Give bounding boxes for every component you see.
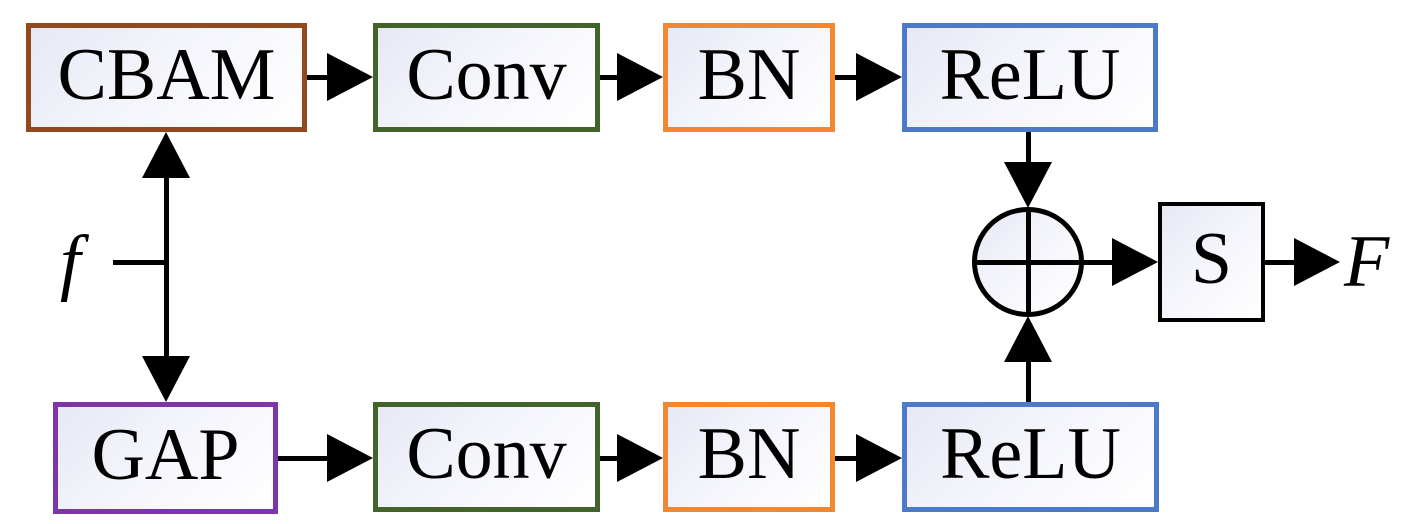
gap-node: GAP	[53, 402, 278, 514]
arrowhead-right-icon	[856, 53, 902, 101]
conv-bottom-label: Conv	[406, 413, 567, 495]
conv-top-label: Conv	[406, 33, 567, 116]
bn-bottom-node: BN	[663, 402, 835, 512]
arrow-f-to-gap	[142, 262, 190, 402]
relu-bottom-node: ReLU	[902, 402, 1159, 512]
relu-top-label: ReLU	[939, 33, 1121, 116]
conv-bottom-node: Conv	[373, 402, 600, 512]
arrowhead-right-icon	[1294, 238, 1340, 286]
s-node: S	[1158, 202, 1265, 322]
arrowhead-right-icon	[327, 53, 373, 101]
plus-horizontal-bar	[977, 259, 1079, 265]
arrow-conv-to-bn-top	[600, 53, 663, 101]
arrow-relu-bottom-to-sum	[1004, 316, 1052, 402]
arrowhead-up-icon	[1004, 316, 1052, 362]
output-label-F: F	[1344, 221, 1390, 303]
arrowhead-right-icon	[1112, 238, 1158, 286]
arrowhead-right-icon	[617, 53, 663, 101]
conv-top-node: Conv	[373, 23, 600, 132]
arrowhead-right-icon	[617, 434, 663, 482]
f-branch-connector-line	[113, 260, 168, 265]
bn-top-node: BN	[663, 23, 835, 132]
arrow-sum-to-s	[1082, 238, 1158, 286]
bn-bottom-label: BN	[697, 413, 801, 495]
arrowhead-down-icon	[1004, 162, 1052, 208]
arrowhead-down-icon	[142, 356, 190, 402]
cbam-label: CBAM	[57, 33, 276, 116]
arrow-gap-to-conv	[278, 434, 373, 482]
arrowhead-right-icon	[327, 434, 373, 482]
arrow-conv-to-bn-bottom	[600, 434, 663, 482]
arrow-cbam-to-conv	[307, 53, 373, 101]
input-label-f: f	[60, 221, 81, 303]
arrowhead-up-icon	[142, 132, 190, 178]
arrowhead-right-icon	[856, 434, 902, 482]
gap-label: GAP	[91, 414, 240, 496]
arrow-bn-to-relu-top	[835, 53, 902, 101]
relu-bottom-label: ReLU	[940, 413, 1121, 495]
bn-top-label: BN	[697, 33, 801, 116]
relu-top-node: ReLU	[902, 23, 1158, 132]
arrow-relu-top-to-sum	[1004, 132, 1052, 208]
arrow-bn-to-relu-bottom	[835, 434, 902, 482]
arrow-f-to-cbam	[142, 132, 190, 262]
s-label: S	[1190, 218, 1233, 300]
sum-circled-plus-icon	[972, 207, 1084, 317]
cbam-node: CBAM	[26, 23, 307, 132]
arrow-s-to-output	[1265, 238, 1340, 286]
